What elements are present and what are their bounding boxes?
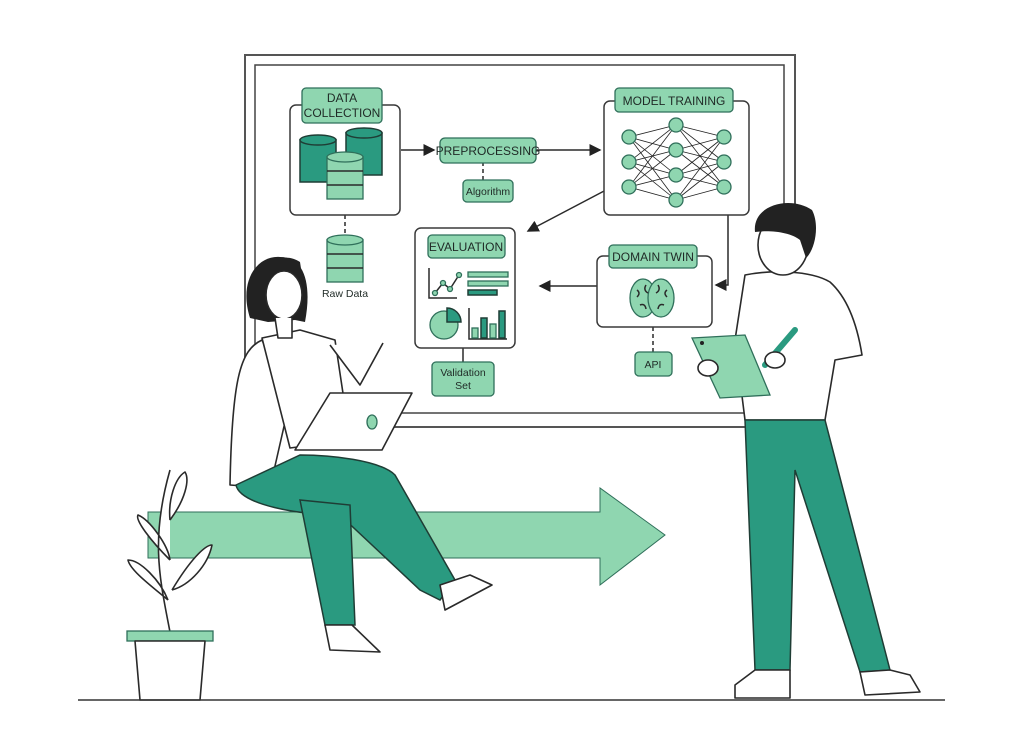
flow-arrows xyxy=(344,144,729,362)
domain-twin-node: DOMAIN TWIN API xyxy=(596,244,713,377)
api-label: API xyxy=(645,359,662,371)
validation-set-label-2: Set xyxy=(455,380,471,392)
preprocessing-node: PREPROCESSING Algorithm xyxy=(436,137,541,203)
nn-node xyxy=(668,117,684,133)
nn-node xyxy=(668,167,684,183)
nn-edge xyxy=(675,136,725,151)
nn-edge xyxy=(628,186,677,201)
neural-network-icon xyxy=(621,117,732,208)
nn-node xyxy=(621,129,637,145)
model-training-label: MODEL TRAINING xyxy=(623,94,726,108)
table-icon xyxy=(467,271,509,296)
line-chart-icon xyxy=(428,268,463,299)
nn-edge xyxy=(628,174,677,188)
database-icon xyxy=(299,127,383,200)
database-icon xyxy=(326,234,364,283)
arrow-training-to-domain-twin xyxy=(714,215,729,291)
pie-chart-icon xyxy=(429,307,462,340)
raw-data-node: Raw Data xyxy=(322,234,368,300)
nn-edge xyxy=(675,124,725,138)
nn-edge xyxy=(675,136,725,176)
raw-data-label: Raw Data xyxy=(322,288,368,300)
data-collection-label-2: COLLECTION xyxy=(304,106,381,120)
nn-edge xyxy=(628,124,677,188)
validation-set-label-1: Validation xyxy=(440,367,485,379)
nn-edge xyxy=(628,149,677,188)
evaluation-node: EVALUATION xyxy=(414,227,516,349)
nn-edge xyxy=(675,136,725,201)
validation-set-node: Validation Set xyxy=(431,361,495,397)
woman-with-laptop xyxy=(229,256,493,653)
brain-icon xyxy=(629,278,675,318)
evaluation-label: EVALUATION xyxy=(429,240,503,254)
nn-node xyxy=(668,192,684,208)
data-collection-node: DATA COLLECTION xyxy=(289,87,401,216)
data-collection-label-1: DATA xyxy=(327,91,357,105)
model-training-node: MODEL TRAINING xyxy=(603,87,750,216)
man-with-tablet xyxy=(691,203,921,699)
arrow-training-to-evaluation xyxy=(526,189,607,232)
nn-edge xyxy=(628,124,677,138)
nn-edge xyxy=(675,161,725,201)
nn-edge xyxy=(675,186,725,201)
nn-edge xyxy=(628,124,677,163)
nn-node xyxy=(621,154,637,170)
nn-node xyxy=(668,142,684,158)
nn-node xyxy=(621,179,637,195)
algorithm-label: Algorithm xyxy=(466,186,511,198)
bar-chart-icon xyxy=(468,308,507,340)
nn-node xyxy=(716,179,732,195)
potted-plant xyxy=(126,469,214,701)
nn-node xyxy=(716,129,732,145)
preprocessing-label: PREPROCESSING xyxy=(436,144,541,158)
nn-node xyxy=(716,154,732,170)
domain-twin-label: DOMAIN TWIN xyxy=(612,250,694,264)
